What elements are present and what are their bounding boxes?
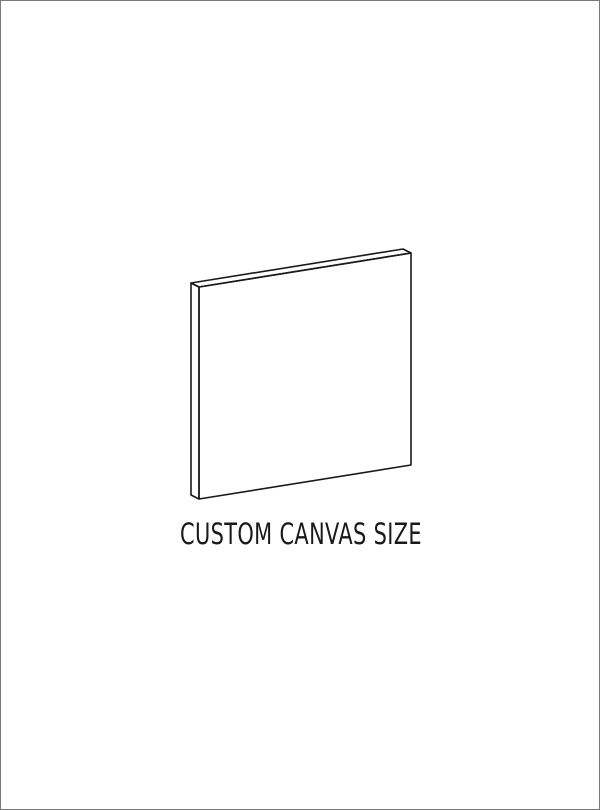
canvas-front-face [198,252,412,500]
canvas-top-edge [190,248,412,288]
canvas-side-edge [190,282,200,500]
product-caption: CUSTOM CANVAS SIZE [180,517,422,551]
